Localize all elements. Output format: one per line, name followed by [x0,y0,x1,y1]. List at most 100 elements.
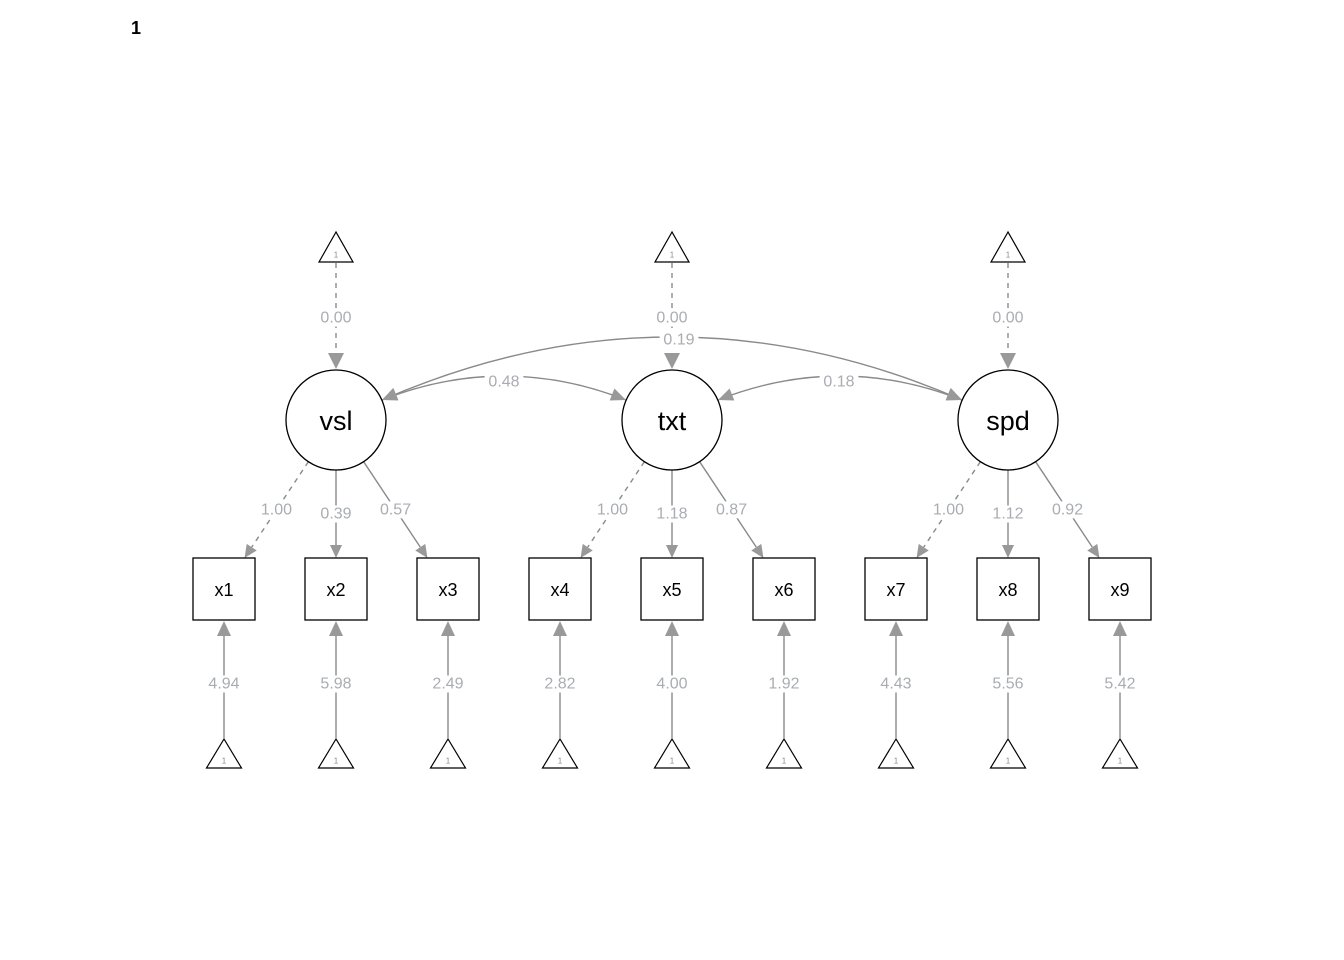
intercept-label-x6: 1.92 [768,676,799,693]
indicator-node-x2 [304,557,368,621]
intercept-label-x3-bg [428,675,468,693]
intercept-triangle-x1-constant-label: 1 [222,757,227,766]
intercept-triangle-x9 [1101,737,1139,769]
mean-arrowhead-txt [664,353,680,369]
intercept-label-x2-bg [316,675,356,693]
indicator-label-x6: x6 [774,580,793,600]
indicator-node-x1 [192,557,256,621]
intercept-triangle-x3-constant-label: 1 [446,757,451,766]
mean-triangle-txt [653,230,691,263]
covariance-arrowhead [382,388,399,400]
intercept-label-x4-bg [540,675,580,693]
indicator-label-x8: x8 [998,580,1017,600]
indicator-label-x3: x3 [438,580,457,600]
intercept-arrowhead-x3 [441,621,455,636]
intercept-label-x6-bg [764,675,804,693]
intercept-label-x1-bg [204,675,244,693]
loading-label-x3: 0.57 [380,501,411,518]
intercept-triangle-x1 [205,737,243,769]
loading-label-x2-bg [316,505,356,523]
indicator-node-x6 [752,557,816,621]
loading-arrowhead-x1 [244,543,257,558]
mean-triangle-vsl-constant-label: 1 [334,251,339,260]
indicator-node-x7 [864,557,928,621]
indicator-label-x1: x1 [214,580,233,600]
mean-triangle-spd-constant-label: 1 [1006,251,1011,260]
indicator-label-x7: x7 [886,580,905,600]
covariance-label-txt-spd-bg [819,373,859,391]
intercept-triangle-x8-constant-label: 1 [1006,757,1011,766]
intercept-label-x9-bg [1100,675,1140,693]
loading-label-x5-bg [652,505,692,523]
intercept-arrowhead-x5 [665,621,679,636]
mean-label-txt: 0.00 [656,310,687,327]
covariance-label-vsl-spd-bg [659,331,699,349]
intercept-triangle-x6 [765,737,803,769]
loading-label-x5: 1.18 [656,506,687,523]
loading-label-x7: 1.00 [933,501,964,518]
intercept-label-x8-bg [988,675,1028,693]
loading-label-x9-bg [1048,501,1087,519]
loading-label-x4-bg [593,501,632,519]
page-number: 1 [131,18,142,38]
mean-label-vsl-bg [316,309,356,327]
intercept-label-x1: 4.94 [208,676,239,693]
mean-triangle-txt-constant-label: 1 [670,251,675,260]
indicator-node-x9 [1088,557,1152,621]
latent-node-spd [957,369,1059,471]
intercept-triangle-x2-constant-label: 1 [334,757,339,766]
intercept-arrowhead-x2 [329,621,343,636]
intercept-label-x5: 4.00 [656,676,687,693]
covariance-label-txt-spd: 0.18 [823,374,854,391]
mean-triangle-vsl [317,230,355,263]
intercept-triangle-x9-constant-label: 1 [1118,757,1123,766]
intercept-label-x9: 5.42 [1104,676,1135,693]
indicator-label-x2: x2 [326,580,345,600]
loading-label-x7-bg [929,501,968,519]
loading-label-x6: 0.87 [716,501,747,518]
covariance-arrowhead [945,388,962,400]
mean-arrowhead-vsl [328,353,344,369]
latent-node-txt [621,369,723,471]
latent-label-txt: txt [658,406,687,436]
loading-label-x6-bg [712,501,751,519]
intercept-arrowhead-x6 [777,621,791,636]
indicator-node-x4 [528,557,592,621]
intercept-triangle-x3 [429,737,467,769]
indicator-label-x9: x9 [1110,580,1129,600]
loading-label-x1: 1.00 [261,501,292,518]
intercept-triangle-x5-constant-label: 1 [670,757,675,766]
intercept-label-x8: 5.56 [992,676,1023,693]
indicator-node-x8 [976,557,1040,621]
intercept-label-x7: 4.43 [880,676,911,693]
covariance-label-vsl-txt: 0.48 [488,374,519,391]
indicator-label-x5: x5 [662,580,681,600]
loading-label-x4: 1.00 [597,501,628,518]
intercept-triangle-x4 [541,737,579,769]
intercept-arrowhead-x9 [1113,621,1127,636]
loading-arrowhead-x9 [1087,543,1100,558]
intercept-triangle-x7 [877,737,915,769]
intercept-triangle-x7-constant-label: 1 [894,757,899,766]
loading-arrowhead-x2 [330,545,342,558]
mean-label-txt-bg [652,309,692,327]
intercept-triangle-x4-constant-label: 1 [558,757,563,766]
loading-arrowhead-x6 [751,543,764,558]
intercept-triangle-x5 [653,737,691,769]
mean-label-vsl: 0.00 [320,310,351,327]
intercept-triangle-x6-constant-label: 1 [782,757,787,766]
indicator-node-x3 [416,557,480,621]
covariance-label-vsl-txt-bg [484,373,524,391]
loading-arrowhead-x3 [415,543,428,558]
loading-arrowhead-x4 [580,543,593,558]
loading-label-x3-bg [376,501,415,519]
intercept-label-x5-bg [652,675,692,693]
intercept-triangle-x2 [317,737,355,769]
mean-triangle-spd [989,230,1027,263]
loading-label-x1-bg [257,501,296,519]
intercept-arrowhead-x7 [889,621,903,636]
